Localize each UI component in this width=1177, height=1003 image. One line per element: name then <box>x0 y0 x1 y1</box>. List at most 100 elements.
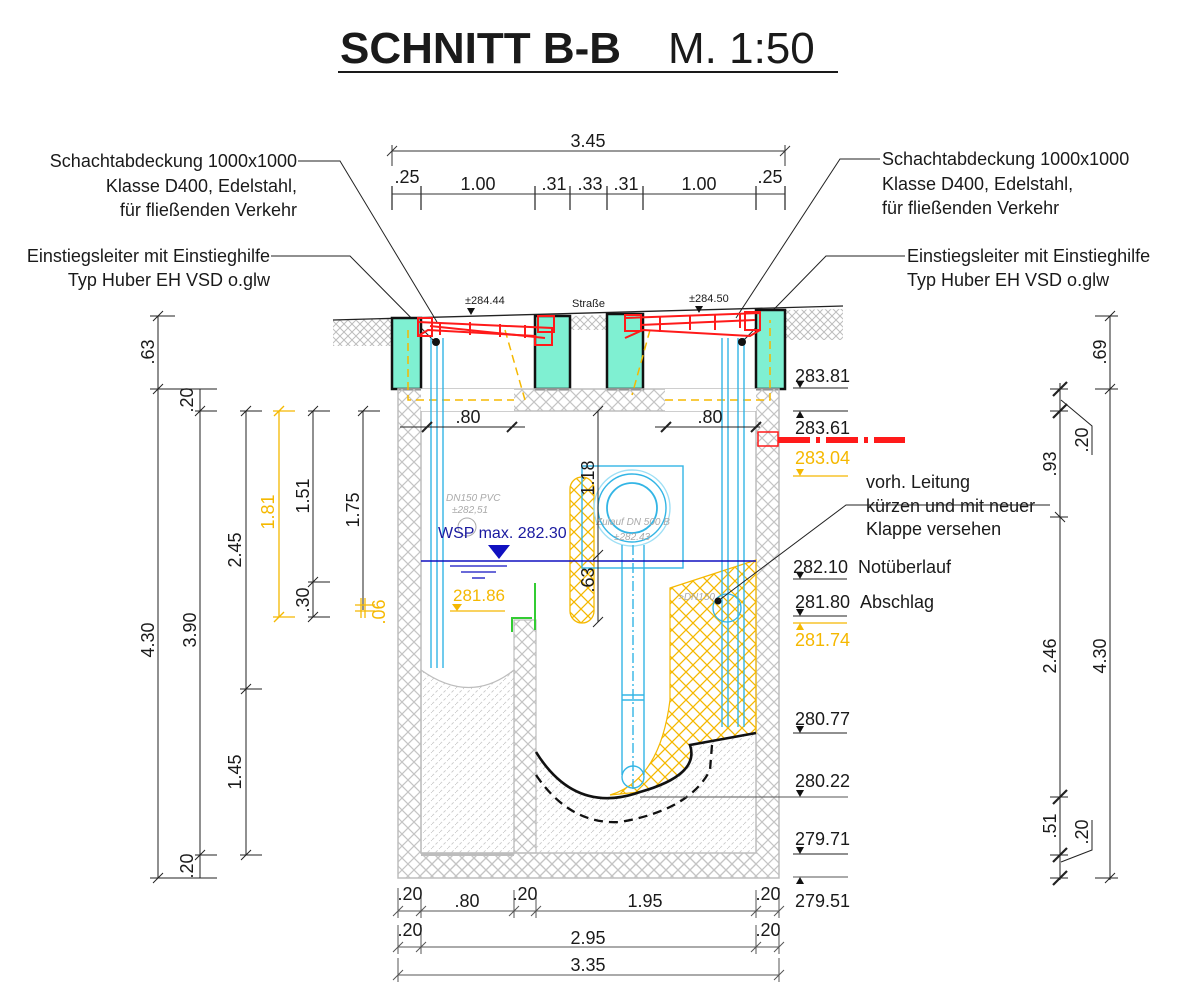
ladder-left <box>430 338 444 668</box>
callout-cover-right: Schachtabdeckung 1000x1000 Klasse D400, … <box>882 149 1129 218</box>
dim-top-seg-5: .31 <box>613 174 638 194</box>
dim-63: .63 <box>578 567 598 592</box>
drawing-scale: M. 1:50 <box>668 24 815 73</box>
dim-left-1-51: 1.51 <box>293 478 313 513</box>
left-dim-lines <box>150 310 380 884</box>
dim-top-seg-7: .25 <box>757 167 782 187</box>
dim-right-opening: .80 <box>697 407 722 427</box>
svg-text:Klappe versehen: Klappe versehen <box>866 519 1001 539</box>
dim-left-1-81: 1.81 <box>258 494 278 529</box>
cover-level-left: ±284.44 <box>465 295 505 307</box>
callout-ladder-right: Einstiegsleiter mit Einstieghilfe Typ Hu… <box>907 246 1150 290</box>
svg-text:281.80: 281.80 <box>795 592 850 612</box>
dim-left-1-75: 1.75 <box>343 492 363 527</box>
svg-text:Einstiegsleiter mit Einstieghi: Einstiegsleiter mit Einstieghilfe <box>27 246 270 266</box>
svg-text:für fließenden Verkehr: für fließenden Verkehr <box>882 198 1059 218</box>
ladder-anchor-right <box>738 338 746 346</box>
dim-bottom-overall: 3.35 <box>570 955 605 975</box>
elevation-list: 283.81 283.61 283.04 282.10 Notüberlauf … <box>640 366 952 911</box>
svg-text:für fließenden Verkehr: für fließenden Verkehr <box>120 200 297 220</box>
dim-left-20-top: .20 <box>177 387 197 412</box>
leader-pipe-note <box>717 504 1050 602</box>
elevation-280-22: 280.22 <box>640 771 850 798</box>
leader-cover-right <box>735 158 880 319</box>
dim-top-seg-4: .33 <box>577 174 602 194</box>
dim-top-seg-2: 1.00 <box>460 174 495 194</box>
elevation-281-80: 281.80 Abschlag <box>793 592 934 617</box>
right-dim-lines <box>1050 310 1118 886</box>
dim-left-1-45: 1.45 <box>225 754 245 789</box>
svg-text:279.71: 279.71 <box>795 829 850 849</box>
yellow-dashed-outlines <box>407 320 771 401</box>
dim-bottom-r2-2: 2.95 <box>570 928 605 948</box>
channel-invert <box>534 731 757 800</box>
svg-text:Abschlag: Abschlag <box>860 592 934 612</box>
cover-level-right: ±284.50 <box>689 293 729 305</box>
level-marker-icon <box>467 308 475 315</box>
dim-left-opening: .80 <box>455 407 480 427</box>
svg-text:280.22: 280.22 <box>795 771 850 791</box>
street-label: Straße <box>572 298 605 310</box>
dim-top-seg-1: .25 <box>394 167 419 187</box>
level-281-86: 281.86 <box>453 586 505 605</box>
dim-left-63: .63 <box>138 339 158 364</box>
dim-right-2-46: 2.46 <box>1040 638 1060 673</box>
water-level-icon <box>488 545 510 559</box>
dim-top-seg-3: .31 <box>541 174 566 194</box>
inlet-pipe <box>581 465 684 790</box>
wsp-label: WSP max. 282.30 <box>438 525 567 542</box>
svg-text:kürzen und mit neuer: kürzen und mit neuer <box>866 496 1035 516</box>
elevation-282-10: 282.10 Notüberlauf <box>793 557 952 580</box>
svg-text:279.51: 279.51 <box>795 891 850 911</box>
dim-bottom-r1-4: 1.95 <box>627 891 662 911</box>
top-dimension-chain <box>386 145 791 210</box>
dim-right-20-bottom: .20 <box>1072 819 1092 844</box>
cover-frame-right <box>624 311 761 339</box>
elevation-283-81: 283.81 <box>793 366 850 389</box>
ladder-right <box>721 338 745 727</box>
elevation-280-77: 280.77 <box>793 709 850 734</box>
dim-left-2-45: 2.45 <box>225 532 245 567</box>
leader-ladder-left <box>271 255 436 343</box>
dim-right-51: .51 <box>1040 813 1060 838</box>
dim-left-3-90: 3.90 <box>180 612 200 647</box>
bottom-dim-lines <box>392 888 785 982</box>
pvc-inlet-level: ±282,51 <box>452 505 488 516</box>
dim-1-18: 1.18 <box>578 460 598 495</box>
callout-cover-left: Schachtabdeckung 1000x1000 Klasse D400, … <box>50 151 297 220</box>
elevation-283-04: 283.04 <box>793 448 850 477</box>
dim-right-4-30: 4.30 <box>1090 638 1110 673</box>
dim-bottom-r1-3: .20 <box>512 884 537 904</box>
elevation-279-71: 279.71 <box>793 829 850 855</box>
level-marker-icon <box>452 604 462 611</box>
level-marker-icon <box>695 306 703 313</box>
dim-left-20-bottom: .20 <box>177 853 197 878</box>
callout-pipe-note: vorh. Leitung kürzen und mit neuer Klapp… <box>866 472 1035 539</box>
dim-top-seg-6: 1.00 <box>681 174 716 194</box>
left-dim-yellow <box>273 405 375 623</box>
svg-text:283.81: 283.81 <box>795 366 850 386</box>
dim-bottom-r1-5: .20 <box>755 884 780 904</box>
left-chamber-floor <box>421 853 514 856</box>
dim-bottom-r1-1: .20 <box>397 884 422 904</box>
svg-text:283.04: 283.04 <box>795 448 850 468</box>
outlet-small-label: >DN150 <box>678 592 715 603</box>
ladder-anchor-left <box>432 338 440 346</box>
dim-bottom-r2-3: .20 <box>755 920 780 940</box>
inner-dims <box>400 405 762 628</box>
cover-frame-left <box>417 315 555 346</box>
inlet-main-level: ±282.43 <box>614 532 651 543</box>
left-chamber-benching <box>420 668 515 854</box>
svg-text:Schachtabdeckung 1000x1000: Schachtabdeckung 1000x1000 <box>882 149 1129 169</box>
svg-text:283.61: 283.61 <box>795 418 850 438</box>
inlet-main-label: Zulauf DN 500 B <box>595 517 670 528</box>
svg-text:Schachtabdeckung 1000x1000: Schachtabdeckung 1000x1000 <box>50 151 297 171</box>
elevation-283-61: 283.61 <box>793 410 850 438</box>
dim-right-93: .93 <box>1040 451 1060 476</box>
svg-text:281.74: 281.74 <box>795 630 850 650</box>
svg-text:280.77: 280.77 <box>795 709 850 729</box>
dim-bottom-r1-2: .80 <box>454 891 479 911</box>
existing-pipe <box>757 431 905 447</box>
dim-left-06: .06 <box>369 599 389 624</box>
